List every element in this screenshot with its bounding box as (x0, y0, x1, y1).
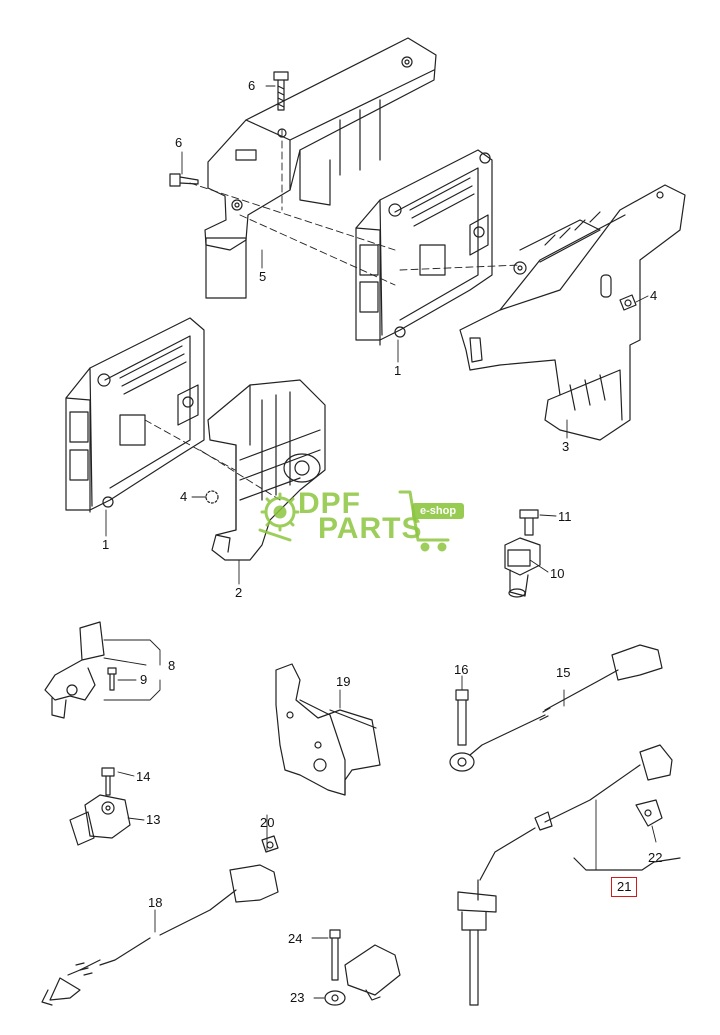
callout-15: 15 (556, 665, 571, 680)
sensor-13 (69, 767, 131, 846)
callout-6-top: 6 (248, 78, 256, 93)
callout-8: 8 (168, 658, 176, 673)
nut-4-lower (205, 490, 219, 504)
callout-10: 10 (550, 566, 565, 581)
callout-4-lower: 4 (180, 489, 188, 504)
probe-21 (457, 744, 681, 1006)
watermark-brand-bottom: PARTS (318, 512, 423, 545)
callout-21-highlighted[interactable]: 21 (611, 877, 638, 897)
screw-6-top (273, 71, 289, 111)
callout-13: 13 (146, 812, 161, 827)
callout-2: 2 (235, 585, 243, 600)
cable-15 (449, 644, 663, 772)
bracket-5 (204, 37, 437, 299)
sensor-23 (324, 929, 401, 1006)
callout-6-left: 6 (175, 135, 183, 150)
callout-11: 11 (558, 509, 572, 524)
callout-14: 14 (136, 769, 151, 784)
callout-4-upper: 4 (650, 288, 658, 303)
callout-9: 9 (140, 672, 148, 687)
sensor-8 (44, 621, 117, 719)
callout-19: 19 (336, 674, 351, 689)
sensor-18 (41, 864, 279, 1006)
callout-18: 18 (148, 895, 163, 910)
callout-16: 16 (454, 662, 469, 677)
bracket-19 (261, 663, 381, 853)
ecu-1-upper (355, 149, 493, 346)
leader-lines (103, 85, 657, 999)
callout-20: 20 (260, 815, 275, 830)
sensor-10 (504, 509, 541, 598)
callout-1-lower: 1 (102, 537, 110, 552)
callout-3: 3 (562, 439, 570, 454)
callout-23: 23 (290, 990, 305, 1005)
alignment-lines (144, 129, 521, 501)
watermark-brand-top: DPF (298, 487, 361, 520)
callout-1-upper: 1 (394, 363, 402, 378)
screw-6-left (169, 173, 199, 187)
watermark-tag: e-shop (412, 503, 465, 519)
callout-22: 22 (648, 850, 663, 865)
callout-24: 24 (288, 931, 303, 946)
callout-5: 5 (259, 269, 267, 284)
nut-4-upper (619, 294, 637, 311)
carrier-bracket-3 (459, 184, 686, 441)
bracket-2 (207, 379, 326, 561)
ecu-1-lower (65, 317, 205, 513)
